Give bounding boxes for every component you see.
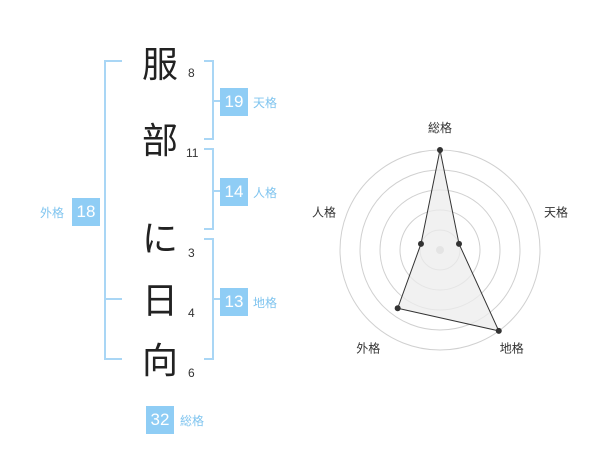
- name-char-3: に: [141, 219, 178, 260]
- jinkaku-bracket-bottom: [204, 228, 214, 230]
- radar-point-1: [437, 147, 443, 153]
- radar-point-4: [394, 305, 401, 312]
- gaikaku-bracket-top: [104, 60, 122, 62]
- gaikaku-bracket-bottom: [104, 358, 122, 360]
- name-char-4: 日: [141, 281, 178, 322]
- gaikaku-value-badge: 18: [72, 198, 100, 226]
- tenkaku-value-badge: 19: [220, 88, 248, 116]
- tenkaku-bracket-bottom: [204, 138, 214, 140]
- name-char-5: 向: [141, 341, 178, 382]
- chikaku-label: 地格: [253, 296, 278, 310]
- stroke-count-2: 11: [186, 146, 199, 160]
- name-char-1: 服: [141, 45, 178, 86]
- jinkaku-bracket-top: [204, 148, 214, 150]
- radar-area: [397, 149, 500, 332]
- jinkaku-bracket-tick: [214, 190, 220, 192]
- tenkaku-bracket: [212, 60, 214, 140]
- gaikaku-bracket: [104, 60, 106, 360]
- jinkaku-bracket: [212, 148, 214, 230]
- radar-point-5: [417, 240, 424, 247]
- gaikaku-bracket-mid: [104, 298, 122, 300]
- radar-axis-label: 総格: [428, 120, 452, 135]
- radar-point-2: [456, 240, 463, 247]
- tenkaku-bracket-tick: [214, 100, 220, 102]
- chikaku-bracket: [212, 238, 214, 360]
- gaikaku-label: 外格: [40, 206, 65, 220]
- soukaku-value-badge: 32: [146, 406, 174, 434]
- stroke-count-4: 4: [188, 306, 195, 320]
- radar-axis-label: 地格: [500, 341, 524, 356]
- radar-axis-label: 天格: [544, 204, 568, 219]
- chikaku-bracket-bottom: [204, 358, 214, 360]
- chikaku-bracket-tick: [214, 298, 220, 300]
- tenkaku-bracket-top: [204, 60, 214, 62]
- chikaku-bracket-top: [204, 238, 214, 240]
- jinkaku-label: 人格: [253, 186, 278, 200]
- name-char-2: 部: [141, 121, 178, 162]
- jinkaku-value-badge: 14: [220, 178, 248, 206]
- radar-point-3: [495, 327, 502, 334]
- stroke-count-1: 8: [188, 66, 195, 80]
- radar-axis-label: 人格: [312, 204, 336, 219]
- soukaku-label: 総格: [180, 414, 205, 428]
- stroke-count-3: 3: [188, 246, 195, 260]
- tenkaku-label: 天格: [253, 96, 278, 110]
- stroke-count-5: 6: [188, 366, 195, 380]
- radar-axis-label: 外格: [356, 341, 380, 356]
- chikaku-value-badge: 13: [220, 288, 248, 316]
